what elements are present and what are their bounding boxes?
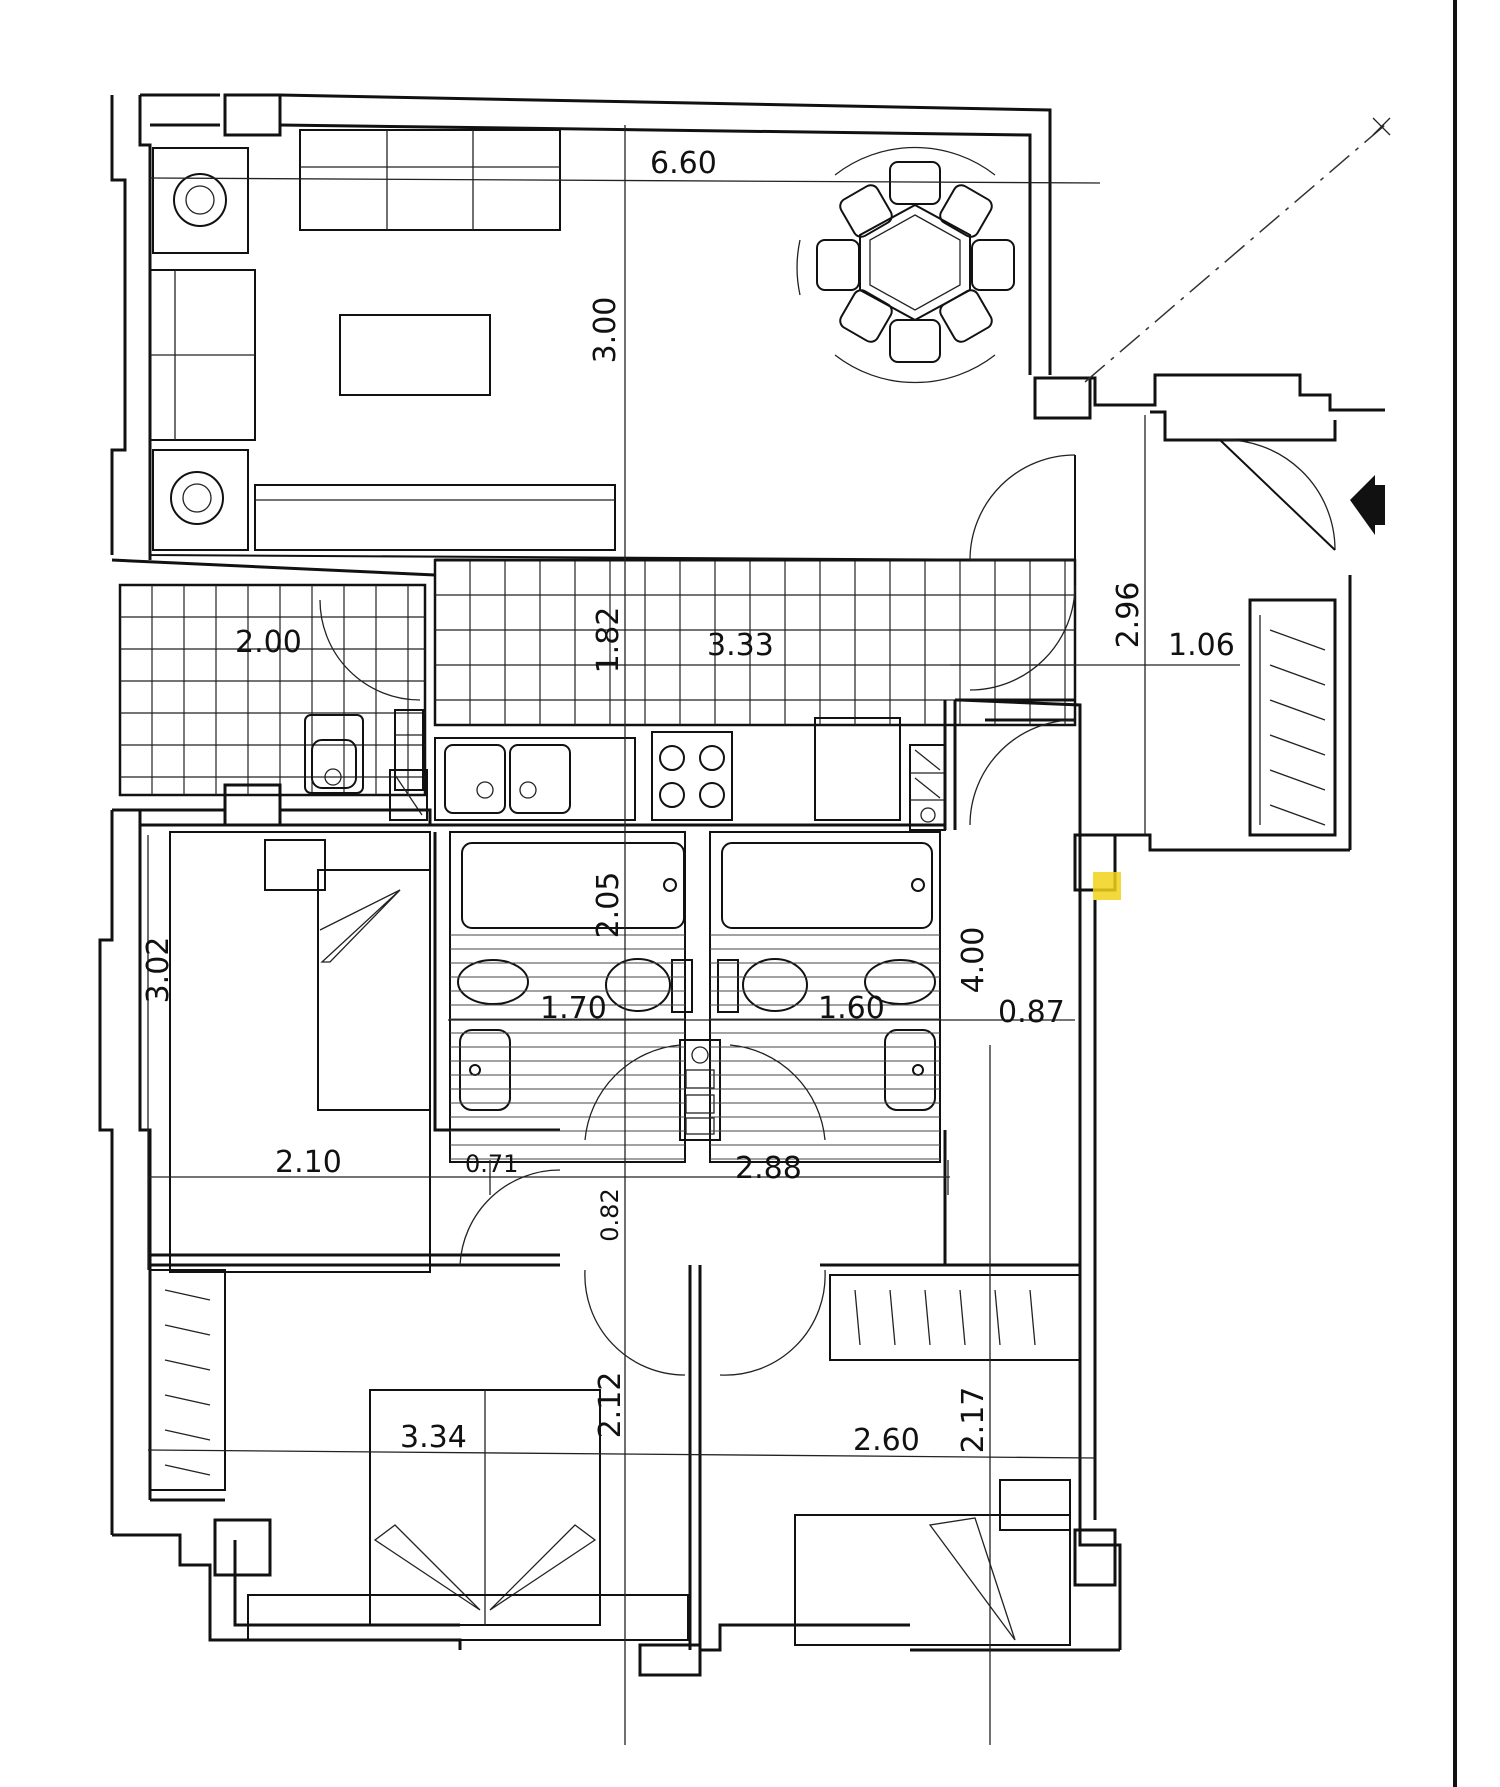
doors xyxy=(319,439,1336,1376)
floor-tiles xyxy=(120,560,1075,795)
dim-bedroom2-depth: 2.12 xyxy=(593,1372,628,1439)
dim-corridor-length: 4.00 xyxy=(956,927,991,994)
dim-bedroom3-width: 2.60 xyxy=(853,1423,920,1458)
bedroom-1 xyxy=(169,831,431,1273)
dim-bath1-width: 1.70 xyxy=(540,991,607,1026)
ventilation-shaft-icon xyxy=(679,1039,721,1141)
living-room xyxy=(149,129,1031,561)
dimension-lines xyxy=(147,125,1240,1745)
columns xyxy=(213,376,1121,1677)
bath-small xyxy=(118,583,427,797)
dim-bedroom1-depth: 3.02 xyxy=(141,937,176,1004)
highlight-mark xyxy=(1093,872,1121,900)
kitchen-fixtures xyxy=(434,717,946,831)
entrance-hall xyxy=(1080,117,1391,852)
dim-bedroom3-depth: 2.17 xyxy=(956,1387,991,1454)
bathroom-fixtures xyxy=(304,709,428,821)
dim-door-gap: 0.71 xyxy=(465,1150,518,1178)
interior-walls xyxy=(111,558,1082,1650)
entrance-arrow-icon xyxy=(1350,475,1375,535)
dim-kitchen-depth: 1.82 xyxy=(591,607,626,674)
dim-hall-depth: 2.96 xyxy=(1111,582,1146,649)
dim-corridor-span: 2.88 xyxy=(735,1151,802,1186)
dim-kitchen-width: 3.33 xyxy=(707,628,774,663)
dim-hall-width: 1.06 xyxy=(1168,628,1235,663)
dim-corridor-width: 0.87 xyxy=(998,995,1065,1030)
bedroom-2 xyxy=(149,1269,689,1641)
dim-bedroom2-width: 3.34 xyxy=(400,1420,467,1455)
dim-passage-width: 0.82 xyxy=(596,1188,624,1241)
dim-bath-width: 2.00 xyxy=(235,625,302,660)
dim-baths-depth: 2.05 xyxy=(591,872,626,939)
bedroom-3 xyxy=(794,1274,1081,1646)
bathrooms xyxy=(449,831,941,1163)
dim-bath2-width: 1.60 xyxy=(818,991,885,1026)
dimension-labels: 6.60 3.00 2.00 3.33 1.82 2.96 1.06 3.02 … xyxy=(141,146,1235,1458)
dim-living-depth: 3.00 xyxy=(588,297,623,364)
dim-bedroom1-width: 2.10 xyxy=(275,1145,342,1180)
dim-living-width: 6.60 xyxy=(650,146,717,181)
